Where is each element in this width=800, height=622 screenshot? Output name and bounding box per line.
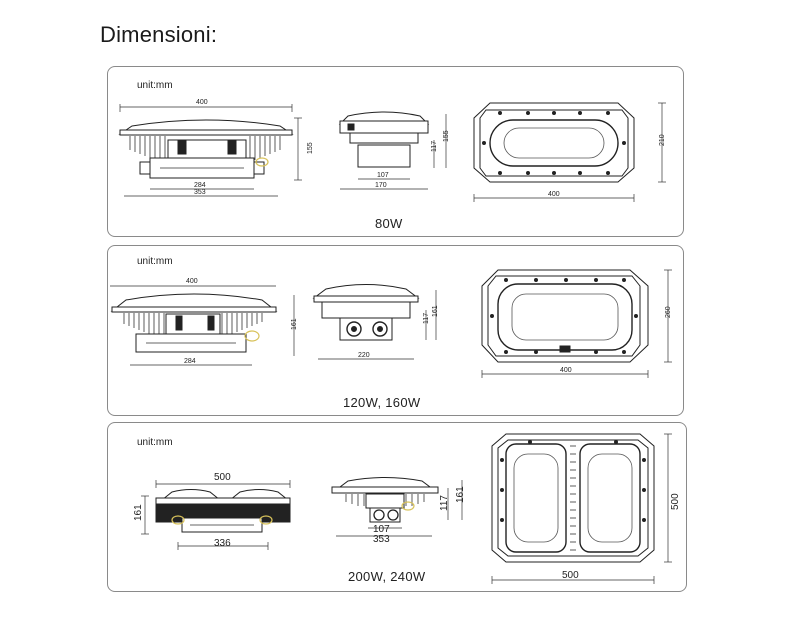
dim-label: 400 [560,367,572,374]
dim-label: 170 [375,182,387,189]
dim-label: 155 [443,130,450,142]
dim-label: 161 [432,305,439,317]
dim-label: 210 [659,134,666,146]
dim-label: 107 [373,524,390,535]
dim-label: 284 [184,358,196,365]
top-view: 400 260 [481,269,672,378]
dim-label: 117 [431,141,438,152]
dim-label: 500 [670,493,681,510]
dim-label: 161 [133,504,144,521]
dim-label: 117 [439,495,450,511]
top-view: 500 500 [491,433,681,584]
dim-label: 336 [214,538,231,549]
dim-label: 260 [665,306,672,318]
dim-label: 400 [186,278,198,285]
dim-label: 500 [214,472,231,483]
end-view: 117 161 107 353 [331,477,466,545]
end-view: 117 155 107 170 [338,111,450,190]
dim-label: 400 [196,99,208,106]
page-title: Dimensioni: [100,22,218,47]
dim-label: 107 [377,172,389,179]
dim-label: 161 [455,486,466,503]
dim-label: 117 [423,313,430,324]
dim-label: 284 [194,182,206,189]
dim-label: 500 [562,570,579,581]
panel-caption: 120W, 160W [343,395,421,410]
dim-label: 155 [307,142,314,154]
unit-label: unit:mm [137,256,173,267]
dim-label: 353 [194,189,206,196]
dim-label: 161 [291,318,298,330]
side-view: 400 155 284 353 [118,99,314,197]
unit-label: unit:mm [137,437,173,448]
side-view: 400 161 284 [110,278,298,366]
end-view: 117 161 220 [312,284,439,360]
panel-caption: 80W [375,216,403,231]
side-view: 500 161 336 [133,472,291,550]
dim-label: 400 [548,191,560,198]
top-view: 400 210 [473,102,666,202]
dim-label: 353 [373,534,390,545]
dim-label: 220 [358,352,370,359]
panel-caption: 200W, 240W [348,569,426,584]
unit-label: unit:mm [137,80,173,91]
